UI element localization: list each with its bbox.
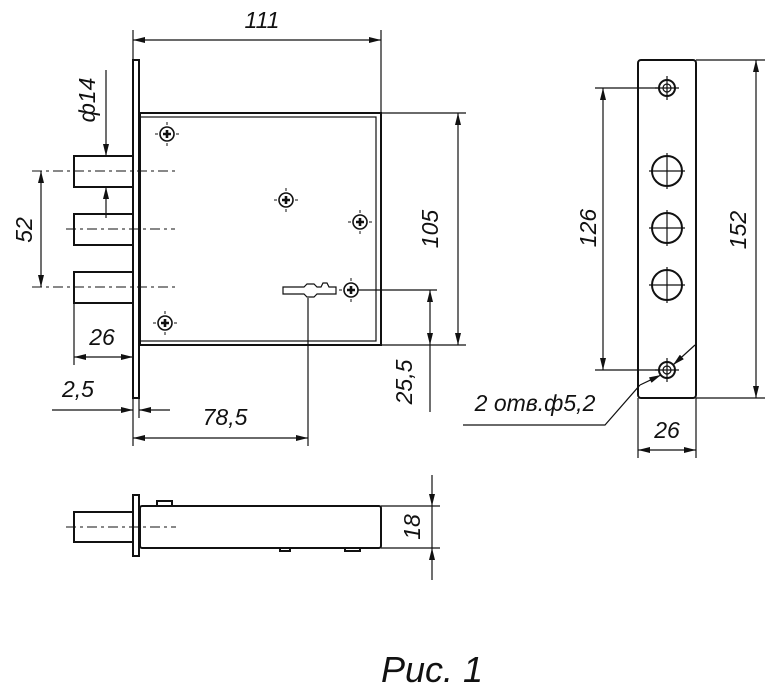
dim-body-height: 105 [417,210,443,249]
bolt-hole [649,267,685,303]
dim-bolt-spacing: 52 [11,217,37,243]
dim-plate-width: 26 [653,417,680,443]
dim-thickness: 18 [399,514,425,540]
screw-icon [153,120,181,148]
figure-caption: Рис. 1 [381,649,483,689]
screws [151,120,374,337]
strike-plate: 126 152 26 2 отв.ф5,2 [463,59,765,458]
dim-plate-height: 152 [725,211,751,250]
bolts [32,155,175,304]
screw-icon [272,186,300,214]
keyhole [282,282,337,298]
screw-icon [151,309,179,337]
strike-plate-outline [637,59,697,399]
dim-hole-spacing: 126 [575,209,601,248]
side-body [139,505,382,549]
bolt-hole [649,210,685,246]
bolt-hole [649,153,685,189]
lock-body [139,112,382,346]
dim-bolt-projection: 26 [88,324,115,350]
holes-note: 2 отв.ф5,2 [474,390,596,416]
front-view: 111 ф14 52 26 2,5 78,5 105 25,5 [11,7,466,446]
dim-width: 111 [245,7,280,33]
dim-keyhole-offset: 25,5 [391,359,417,405]
screw-icon [346,208,374,236]
dim-bolt-diameter: ф14 [74,78,100,123]
dim-faceplate: 2,5 [61,376,94,402]
side-view: 18 [66,475,440,580]
dim-backset: 78,5 [203,404,248,430]
